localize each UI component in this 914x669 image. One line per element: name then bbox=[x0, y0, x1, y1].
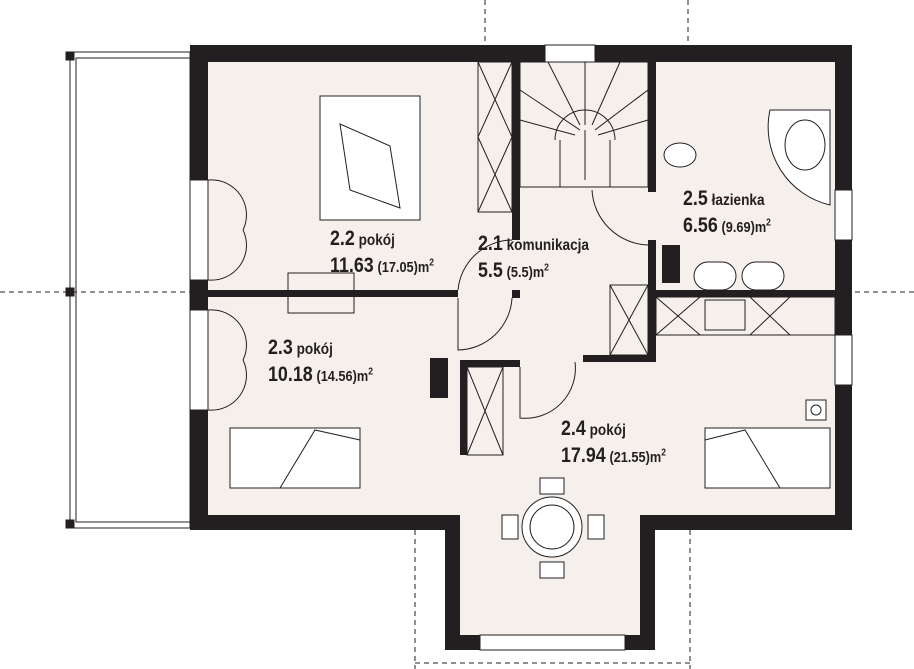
windows bbox=[189, 44, 853, 651]
room-gross-area: (9.69) bbox=[721, 219, 755, 236]
wardrobes bbox=[287, 61, 836, 456]
room-area: 6.56 bbox=[683, 214, 718, 237]
dining-table bbox=[501, 477, 605, 579]
room-name: pokój bbox=[296, 341, 333, 358]
room-number: 2.2 bbox=[330, 227, 355, 250]
room-number: 2.5 bbox=[683, 187, 708, 210]
room-label-2-3: 2.3 pokój 10.18 (14.56)m2 bbox=[268, 337, 373, 391]
area-unit: m bbox=[754, 219, 767, 236]
room-gross-area: (5.5) bbox=[506, 264, 533, 281]
room-area: 5.5 bbox=[478, 259, 503, 282]
room-name: pokój bbox=[589, 422, 626, 439]
room-gross-area: (14.56) bbox=[316, 368, 357, 385]
unit-exponent: 2 bbox=[544, 262, 549, 274]
room-name: łazienka bbox=[711, 192, 765, 209]
terrace bbox=[65, 51, 191, 529]
area-unit: m bbox=[532, 264, 545, 281]
staircase bbox=[519, 61, 649, 188]
room-label-2-5: 2.5 łazienka 6.56 (9.69)m2 bbox=[683, 188, 771, 242]
walls bbox=[190, 45, 852, 650]
room-gross-area: (21.55) bbox=[609, 449, 650, 466]
room-label-2-1: 2.1 komunikacja 5.5 (5.5)m2 bbox=[478, 233, 589, 287]
unit-exponent: 2 bbox=[368, 366, 373, 378]
room-label-2-2: 2.2 pokój 11.63 (17.05)m2 bbox=[330, 228, 434, 282]
area-unit: m bbox=[417, 259, 430, 276]
room-name: pokój bbox=[358, 232, 395, 249]
room-gross-area: (17.05) bbox=[377, 259, 418, 276]
room-area: 11.63 bbox=[330, 254, 374, 277]
unit-exponent: 2 bbox=[429, 257, 434, 269]
doors bbox=[207, 179, 649, 419]
unit-exponent: 2 bbox=[766, 217, 771, 229]
bathroom-fixtures bbox=[663, 109, 831, 421]
room-number: 2.4 bbox=[561, 417, 586, 440]
room-area: 10.18 bbox=[268, 363, 313, 386]
beds bbox=[229, 95, 831, 489]
room-name: komunikacja bbox=[506, 237, 590, 254]
unit-exponent: 2 bbox=[661, 447, 666, 459]
room-number: 2.1 bbox=[478, 232, 503, 255]
room-label-2-4: 2.4 pokój 17.94 (21.55)m2 bbox=[561, 418, 666, 472]
area-unit: m bbox=[356, 368, 369, 385]
room-area: 17.94 bbox=[561, 444, 606, 467]
room-number: 2.3 bbox=[268, 336, 293, 359]
area-unit: m bbox=[649, 449, 662, 466]
